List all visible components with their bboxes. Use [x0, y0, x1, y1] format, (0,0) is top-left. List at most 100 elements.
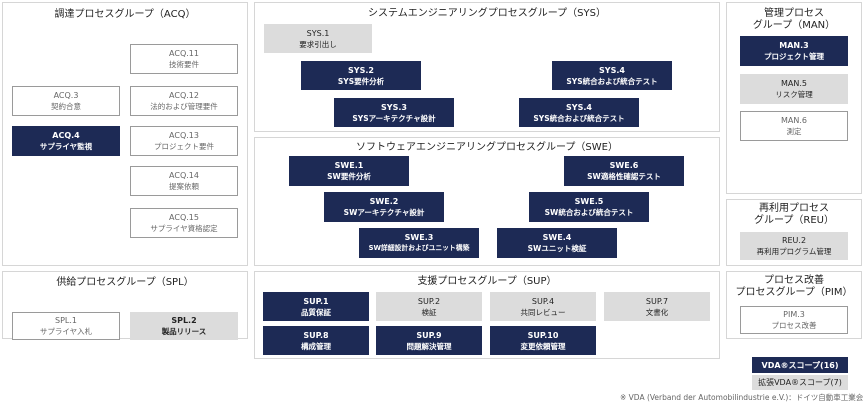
process-code: ACQ.3: [53, 91, 79, 100]
process-name: リスク管理: [775, 90, 813, 99]
process-name: 変更依頼管理: [520, 341, 566, 351]
process-name: 再利用プログラム管理: [756, 247, 832, 256]
process-swe-3: SWE.3 SW詳細設計およびユニット構築: [359, 228, 479, 258]
process-name: プロセス改善: [771, 321, 817, 330]
process-name: 品質保証: [301, 307, 331, 317]
legend-vda-scope: VDA®スコープ(16): [752, 357, 848, 373]
group-title-pim: プロセス改善 プロセスグループ（PIM）: [735, 275, 853, 298]
process-name: サプライヤ監視: [39, 142, 93, 151]
group-title-acq: 調達プロセスグループ（ACQ）: [54, 9, 196, 20]
process-name: SWユニット検証: [527, 244, 587, 253]
process-name: 共同レビュー: [520, 307, 566, 317]
process-code: ACQ.12: [169, 91, 199, 100]
process-code: ACQ.14: [169, 171, 199, 180]
process-swe-2: SWE.2 SWアーキテクチャ設計: [324, 192, 444, 222]
process-acq-11: ACQ.11 技術要件: [130, 44, 238, 74]
group-title-swe: ソフトウェアエンジニアリングプロセスグループ（SWE）: [356, 142, 618, 153]
group-title-man: 管理プロセス グループ（MAN）: [752, 8, 836, 31]
process-name: SW詳細設計およびユニット構築: [368, 244, 470, 252]
group-title-sys: システムエンジニアリングプロセスグループ（SYS）: [368, 8, 606, 19]
process-code: SWE.2: [369, 197, 399, 206]
process-name: 契約合意: [51, 102, 81, 111]
process-acq-14: ACQ.14 提案依頼: [130, 166, 238, 196]
process-code: SWE.5: [574, 197, 604, 206]
process-acq-4: ACQ.4 サプライヤ監視: [12, 126, 120, 156]
process-code: SWE.1: [334, 161, 364, 170]
process-code: SYS.2: [348, 65, 374, 75]
process-man-6: MAN.6 測定: [740, 111, 848, 141]
process-reu-2: REU.2 再利用プログラム管理: [740, 232, 848, 260]
group-title-sup: 支援プロセスグループ（SUP）: [417, 276, 557, 287]
process-name: SYS要件分析: [337, 76, 385, 86]
process-acq-12: ACQ.12 法的および管理要件: [130, 86, 238, 116]
process-name: 構成管理: [301, 341, 331, 351]
process-name: SWアーキテクチャ設計: [343, 208, 425, 217]
process-sup-7: SUP.7 文書化: [604, 292, 710, 321]
process-sys-3: SYS.3 SYSアーキテクチャ設計: [334, 98, 454, 127]
process-acq-13: ACQ.13 プロジェクト要件: [130, 126, 238, 156]
group-title-spl: 供給プロセスグループ（SPL）: [56, 277, 194, 288]
process-name: 技術要件: [169, 60, 199, 69]
process-sup-10: SUP.10 変更依頼管理: [490, 326, 596, 355]
process-code: SWE.6: [609, 161, 639, 170]
process-swe-1: SWE.1 SW要件分析: [289, 156, 409, 186]
process-spl-1: SPL.1 サプライヤ入札: [12, 312, 120, 340]
process-code: SUP.2: [417, 296, 441, 306]
process-name: 問題解決管理: [406, 341, 452, 351]
process-code: SYS.3: [381, 102, 407, 112]
process-code: ACQ.15: [169, 213, 199, 222]
process-name: SW統合および統合テスト: [544, 208, 634, 217]
process-code: MAN.6: [781, 116, 807, 125]
process-sys-1: SYS.1 要求引出し: [264, 24, 372, 53]
process-code: SUP.7: [645, 296, 669, 306]
process-code: ACQ.13: [169, 131, 199, 140]
process-code: SWE.4: [542, 233, 572, 242]
process-sup-9: SUP.9 問題解決管理: [376, 326, 482, 355]
footnote: ※ VDA (Verband der Automobilindustrie e.…: [620, 393, 864, 402]
process-swe-5: SWE.5 SW統合および統合テスト: [529, 192, 649, 222]
process-swe-4: SWE.4 SWユニット検証: [497, 228, 617, 258]
process-name: 検証: [421, 307, 437, 317]
process-code: ACQ.4: [52, 131, 80, 140]
process-man-3: MAN.3 プロジェクト管理: [740, 36, 848, 66]
process-sup-2: SUP.2 検証: [376, 292, 482, 321]
process-code: SYS.4: [566, 102, 592, 112]
process-name: 法的および管理要件: [150, 102, 218, 111]
process-code: SPL.1: [55, 316, 77, 325]
process-sup-4: SUP.4 共同レビュー: [490, 292, 596, 321]
process-code: PIM.3: [783, 310, 805, 319]
process-code: SYS.4: [599, 65, 625, 75]
legend-extended-vda-scope: 拡張VDA®スコープ(7): [752, 375, 848, 390]
process-name: SW適格性確認テスト: [587, 172, 661, 181]
process-name: SYS統合および統合テスト: [566, 76, 658, 86]
process-name: 製品リリース: [161, 327, 207, 336]
process-man-5: MAN.5 リスク管理: [740, 74, 848, 104]
process-code: MAN.3: [779, 41, 809, 50]
process-pim-3: PIM.3 プロセス改善: [740, 306, 848, 334]
process-code: SUP.8: [303, 330, 329, 340]
process-acq-3: ACQ.3 契約合意: [12, 86, 120, 116]
process-code: SUP.10: [527, 330, 559, 340]
process-swe-6: SWE.6 SW適格性確認テスト: [564, 156, 684, 186]
process-name: プロジェクト管理: [764, 52, 824, 61]
process-code: SPL.2: [171, 316, 197, 325]
process-name: 要求引出し: [299, 39, 337, 49]
process-code: SYS.1: [306, 28, 330, 38]
process-sys-2: SYS.2 SYS要件分析: [301, 61, 421, 90]
process-sup-8: SUP.8 構成管理: [263, 326, 369, 355]
process-name: SW要件分析: [327, 172, 371, 181]
group-title-reu: 再利用プロセス グループ（REU）: [754, 203, 834, 226]
process-sys-4-lower: SYS.4 SYS統合および統合テスト: [519, 98, 639, 127]
process-spl-2: SPL.2 製品リリース: [130, 312, 238, 340]
process-name: 文書化: [645, 307, 669, 317]
process-acq-15: ACQ.15 サプライヤ資格認定: [130, 208, 238, 238]
process-sup-1: SUP.1 品質保証: [263, 292, 369, 321]
process-code: SWE.3: [404, 233, 434, 242]
process-name: SYS統合および統合テスト: [533, 113, 625, 123]
process-name: 測定: [786, 127, 802, 136]
process-name: 提案依頼: [169, 182, 199, 191]
process-code: REU.2: [781, 236, 807, 245]
process-sys-4-upper: SYS.4 SYS統合および統合テスト: [552, 61, 672, 90]
process-name: サプライヤ資格認定: [150, 224, 218, 233]
process-code: ACQ.11: [169, 49, 199, 58]
